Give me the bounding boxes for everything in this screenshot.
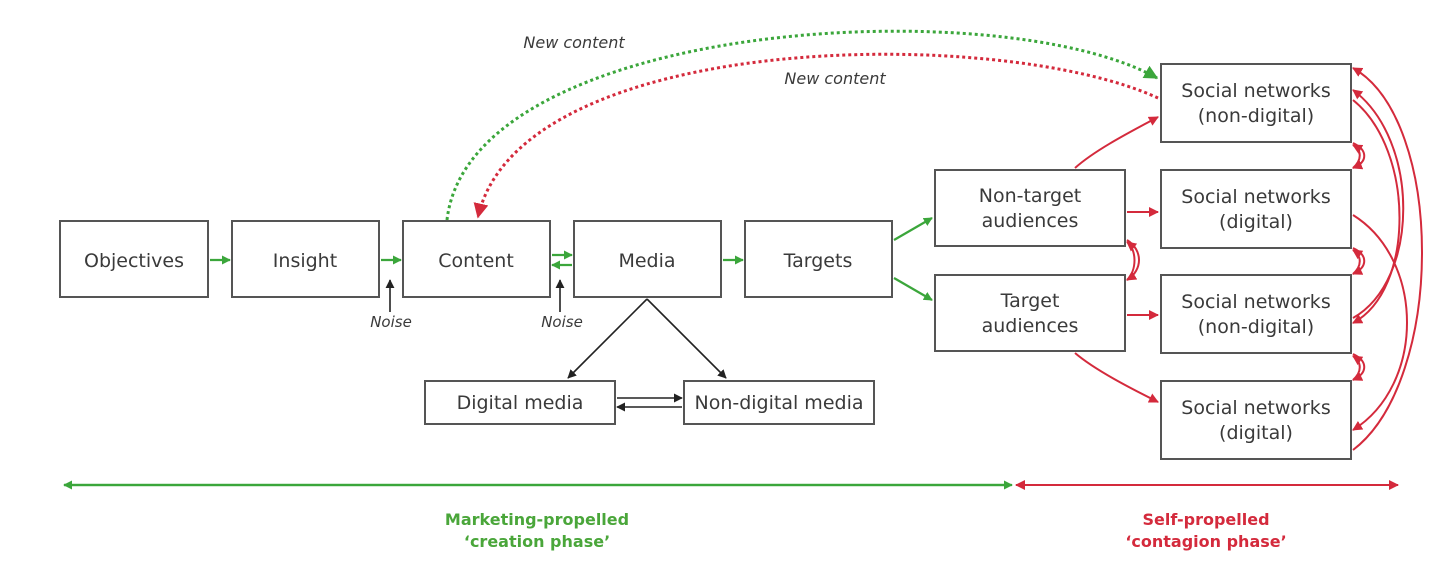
- arrow-non-target-sn1: [1074, 116, 1159, 169]
- new-content-label-red: New content: [784, 69, 886, 88]
- link-sn1-sn3: [1352, 99, 1401, 324]
- node-objectives: Objectives: [59, 220, 209, 298]
- node-media-label: Media: [618, 250, 675, 272]
- node-social-networks-1: Social networks (non-digital): [1160, 63, 1352, 143]
- node-non-digital-media-label: Non-digital media: [694, 392, 863, 414]
- node-targets-label: Targets: [783, 250, 853, 272]
- node-social-networks-1-line1: Social networks: [1181, 80, 1330, 102]
- node-social-networks-3-line1: Social networks: [1181, 291, 1330, 313]
- link-sn2-sn4: [1352, 214, 1408, 431]
- node-digital-media: Digital media: [424, 380, 616, 425]
- arrow-media-non-digital: [646, 298, 727, 379]
- link-sn2-sn3-b: [1352, 249, 1364, 275]
- node-media: Media: [573, 220, 722, 298]
- phase-marketing-line1: Marketing-propelled: [445, 510, 629, 529]
- node-target-audiences-line2: audiences: [982, 315, 1079, 337]
- node-social-networks-4: Social networks (digital): [1160, 380, 1352, 460]
- node-content: Content: [402, 220, 551, 298]
- node-social-networks-2-line1: Social networks: [1181, 186, 1330, 208]
- link-sn4-sn1: [1352, 67, 1423, 451]
- phase-marketing-line2: ‘creation phase’: [464, 532, 610, 551]
- node-non-target-audiences: Non-target audiences: [934, 169, 1126, 247]
- node-digital-media-label: Digital media: [457, 392, 584, 414]
- arrow-audiences-up: [1126, 241, 1138, 281]
- node-objectives-label: Objectives: [84, 250, 184, 272]
- node-social-networks-4-line2: (digital): [1219, 422, 1293, 444]
- arrow-media-digital: [567, 298, 648, 379]
- arrow-audiences-down: [1126, 239, 1140, 281]
- node-social-networks-2: Social networks (digital): [1160, 169, 1352, 249]
- arrow-targets-target: [893, 277, 933, 301]
- new-content-label-green: New content: [523, 33, 625, 52]
- link-sn3-sn1: [1352, 89, 1405, 319]
- node-targets: Targets: [744, 220, 893, 298]
- node-target-audiences-line1: Target: [1000, 290, 1060, 312]
- noise-label-2: Noise: [541, 313, 583, 331]
- node-insight-label: Insight: [273, 250, 337, 272]
- node-social-networks-2-line2: (digital): [1219, 211, 1293, 233]
- phase-self-line1: Self-propelled: [1142, 510, 1269, 529]
- node-non-target-audiences-line2: audiences: [982, 210, 1079, 232]
- link-sn3-sn4-b: [1352, 355, 1364, 381]
- node-social-networks-1-line2: (non-digital): [1198, 105, 1314, 127]
- link-sn1-sn2-b: [1352, 144, 1364, 169]
- arrow-target-sn4: [1074, 352, 1159, 403]
- node-content-label: Content: [438, 250, 514, 272]
- node-social-networks-3-line2: (non-digital): [1198, 316, 1314, 338]
- noise-label-1: Noise: [370, 313, 412, 331]
- node-insight: Insight: [231, 220, 380, 298]
- node-social-networks-4-line1: Social networks: [1181, 397, 1330, 419]
- arrow-targets-non-target: [893, 217, 933, 241]
- node-target-audiences: Target audiences: [934, 274, 1126, 352]
- loop-new-content-red: [473, 52, 1159, 219]
- node-social-networks-3: Social networks (non-digital): [1160, 274, 1352, 354]
- node-non-digital-media: Non-digital media: [683, 380, 875, 425]
- phase-self-line2: ‘contagion phase’: [1125, 532, 1286, 551]
- node-non-target-audiences-line1: Non-target: [979, 185, 1082, 207]
